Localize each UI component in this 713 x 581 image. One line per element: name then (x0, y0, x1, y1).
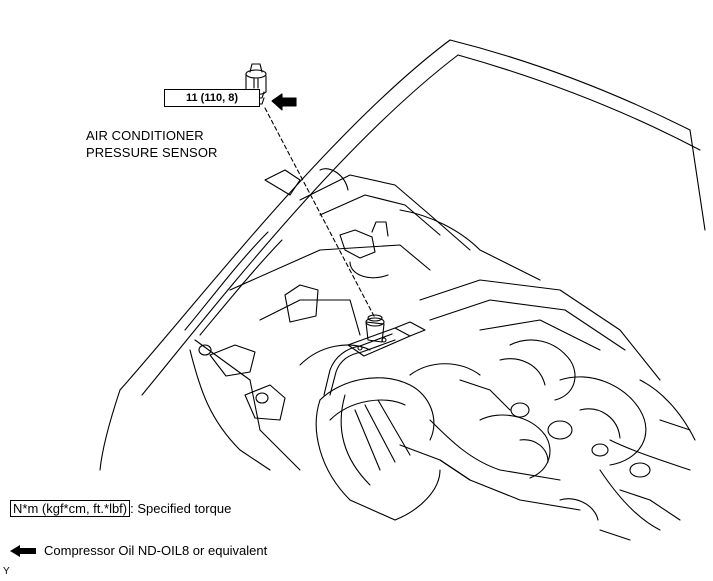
oil-application-arrow-icon (271, 93, 297, 111)
installation-leader-line (264, 107, 376, 319)
legend-torque-unit: N*m (kgf*cm, ft.*lbf) (10, 500, 131, 517)
legend-torque-text: : Specified torque (130, 501, 232, 516)
legend-torque: N*m (kgf*cm, ft.*lbf): Specified torque (10, 500, 231, 517)
part-label-line-2: PRESSURE SENSOR (86, 145, 218, 160)
torque-callout: 11 (110, 8) (164, 89, 260, 107)
engine-block (419, 279, 696, 541)
refrigerant-pipe (323, 314, 426, 396)
corner-code: Y (3, 566, 10, 577)
part-label: AIR CONDITIONER PRESSURE SENSOR (86, 127, 218, 161)
legend-oil: Compressor Oil ND-OIL8 or equivalent (10, 542, 267, 559)
intake-duct (315, 363, 511, 521)
hood-outline (99, 39, 706, 471)
filled-arrow-left-icon (10, 544, 36, 557)
part-label-line-1: AIR CONDITIONER (86, 128, 204, 143)
legend-oil-text: Compressor Oil ND-OIL8 or equivalent (44, 543, 268, 558)
left-fender (189, 244, 431, 471)
strut-tower (264, 168, 541, 281)
